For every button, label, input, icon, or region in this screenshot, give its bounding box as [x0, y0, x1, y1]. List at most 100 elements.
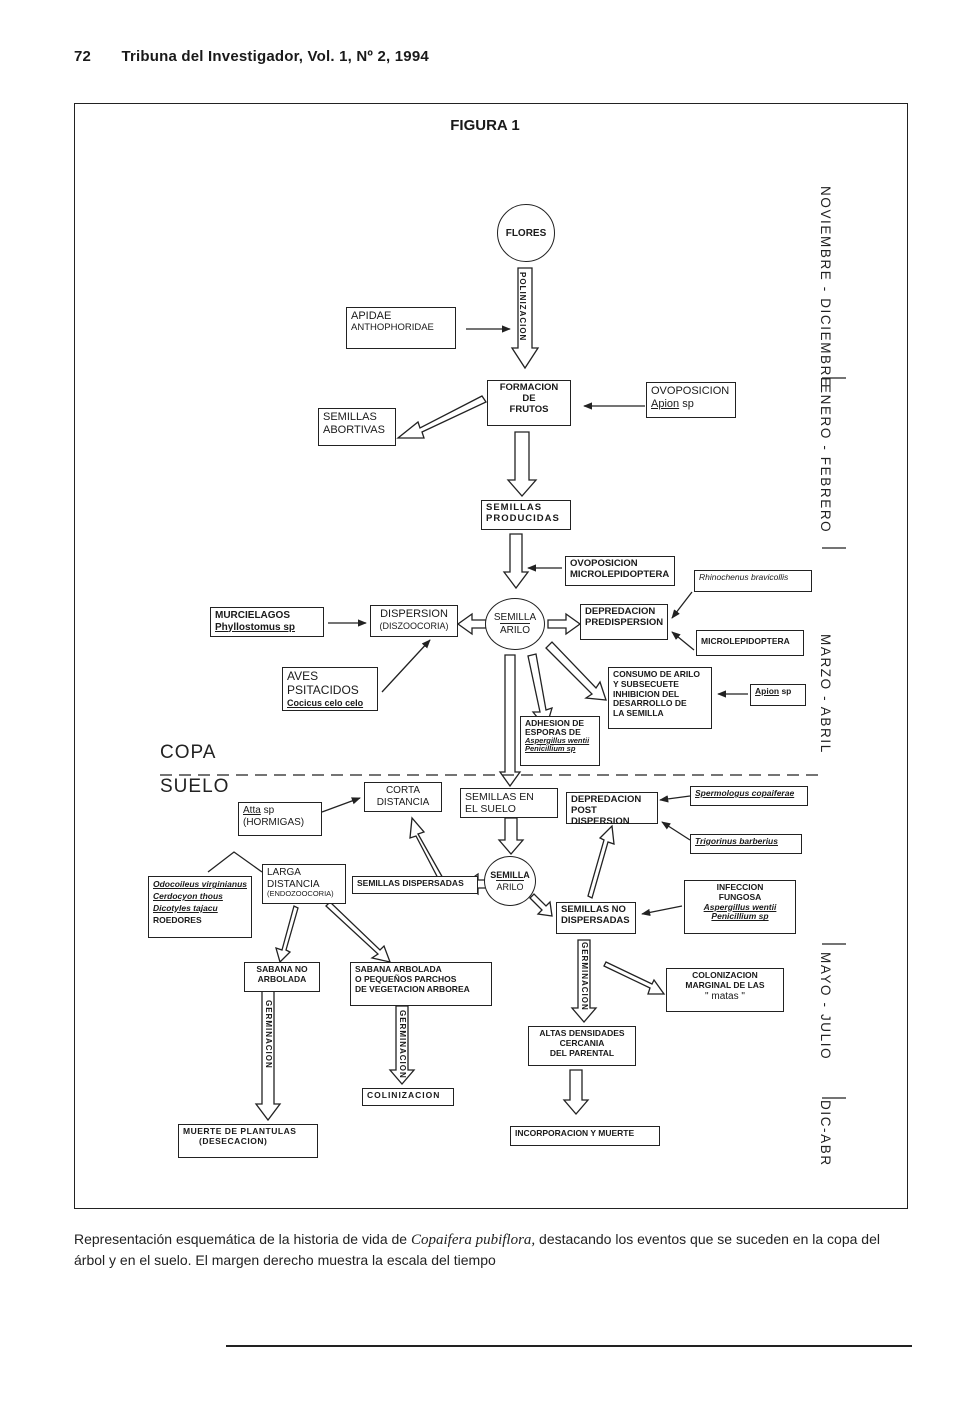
sabana-no-l1: SABANA NO — [256, 964, 308, 974]
arrow-suelo-semilla — [497, 817, 525, 855]
arilo-bottom-label: ARILO — [496, 880, 524, 892]
germinacion-label-right: GERMINACION — [580, 942, 589, 1011]
germinacion-label-center: GERMINACION — [398, 1010, 407, 1079]
journal-title: Tribuna del Investigador, Vol. 1, Nº 2, … — [121, 48, 429, 65]
colonizacion-marginal-l2: MARGINAL DE LAS — [685, 979, 765, 990]
node-semillas-abortivas: SEMILLAS ABORTIVAS — [318, 408, 396, 446]
node-ovoposicion-micro: OVOPOSICION MICROLEPIDOPTERA — [565, 556, 675, 586]
node-formacion-frutos: FORMACION DE FRUTOS — [487, 380, 571, 426]
depredacion-pre-l1: DEPREDACION — [585, 606, 656, 617]
semillas-suelo-l1: SEMILLAS EN — [465, 791, 534, 803]
ovoposicion-micro-l1: OVOPOSICION — [570, 558, 638, 569]
node-apidae: APIDAE ANTHOPHORIDAE — [346, 307, 456, 349]
semilla-bottom-label: SEMILLA — [490, 870, 530, 880]
cocicus-subspecies: celo — [345, 697, 364, 708]
node-semillas-suelo: SEMILLAS EN EL SUELO — [460, 788, 558, 818]
node-atta: Atta sp (HORMIGAS) — [238, 802, 322, 836]
semillas-abortivas-l2: ABORTIVAS — [323, 423, 385, 436]
consumo-l3: INHIBICION DEL — [613, 688, 680, 699]
node-larga-distancia: LARGA DISTANCIA (ENDOZOOCORIA) — [262, 864, 346, 904]
apion-genus: Apion — [651, 397, 680, 410]
time-may-jul: MAYO - JULIO — [818, 952, 833, 1061]
arrow-producidas-semilla — [502, 533, 530, 590]
node-spermologus: Spermologus copaiferae — [690, 786, 808, 806]
colonizacion-marginal-l3: " matas " — [705, 990, 745, 1002]
sabana-no-l2: ARBOLADA — [257, 973, 307, 984]
arrow-germinacion-altas — [570, 939, 598, 1023]
arrow-flores-frutos — [510, 267, 540, 370]
trigorinus-label: Trigorinus barberius — [695, 836, 778, 846]
sabana-arbolada-l3: DE VEGETACION ARBOREA — [355, 983, 470, 994]
de-label: DE — [522, 392, 536, 404]
node-ovoposicion-apion: OVOPOSICION Apion sp — [646, 382, 736, 418]
line-aves-dispersion — [381, 639, 431, 693]
arrow-semilla-consumo — [545, 641, 607, 701]
semillas-dispersadas-label: SEMILLAS DISPERSADAS — [357, 878, 464, 888]
incorporacion-label: INCORPORACION Y MUERTE — [515, 1128, 635, 1138]
node-incorporacion-muerte: INCORPORACION Y MUERTE — [510, 1126, 660, 1146]
larga-l2: DISTANCIA — [267, 878, 320, 890]
node-microlepidoptera: MICROLEPIDOPTERA — [696, 630, 804, 656]
line-spermologus-post — [659, 795, 691, 803]
time-ene-feb: ENERO - FEBRERO — [818, 384, 833, 534]
producidas-l1: SEMILLAS — [486, 502, 543, 513]
line-infeccion-nodisp — [641, 905, 683, 916]
apion-sp-line: Apion sp — [755, 686, 801, 697]
larga-l1: LARGA — [267, 867, 301, 878]
murcielagos-l1: MURCIELAGOS — [215, 610, 290, 621]
line-atta-corta — [321, 797, 361, 813]
time-dic-abr: DIC-ABR — [818, 1100, 833, 1167]
node-colinizacion: COLINIZACION — [362, 1088, 454, 1106]
consumo-l5: LA SEMILLA — [613, 708, 664, 719]
colinizacion-label: COLINIZACION — [367, 1090, 441, 1100]
cocicus-genus: Cocicus — [287, 697, 323, 708]
line-trigorinus-post — [661, 821, 691, 841]
node-rhinochenus: Rhinochenus bravicollis — [694, 570, 812, 592]
arrow-larga-sabana-arbolada — [325, 901, 392, 963]
semilla-top-label: SEMILLA — [493, 612, 537, 623]
arrow-germinacion-muerte — [254, 989, 282, 1122]
figure-title: FIGURA 1 — [450, 117, 520, 134]
arrow-frutos-abortivas — [396, 395, 487, 439]
cocicus-line: Cocicus celo celo — [287, 698, 373, 708]
aves-l2: PSITACIDOS — [287, 682, 359, 697]
node-trigorinus: Trigorinus barberius — [690, 834, 802, 854]
apion-sp: sp — [682, 397, 694, 410]
sabana-arbolada-l1: SABANA ARBOLADA — [355, 964, 442, 974]
cocicus-species: celo — [324, 697, 343, 708]
node-flores: FLORES — [497, 204, 555, 262]
microlepidoptera-label: MICROLEPIDOPTERA — [701, 636, 790, 646]
arrow-nodisp-postdisp — [587, 824, 615, 899]
dicotyles-label: Dicotyles tajacu — [153, 902, 218, 913]
arrow-germinacion-colinizacion — [388, 1005, 416, 1085]
caption-text-1: Representación esquemática de la histori… — [74, 1231, 411, 1247]
phyllostomus-label: Phyllostomus sp — [215, 621, 296, 633]
time-nov-dic: NOVIEMBRE - DICIEMBRE — [818, 186, 833, 388]
node-adhesion: ADHESION DE ESPORAS DE Aspergillus wenti… — [520, 716, 600, 766]
depredacion-post-l1: DEPREDACION — [571, 794, 642, 805]
node-semilla-arilo-top: SEMILLA ARILO — [485, 598, 545, 650]
consumo-l2: Y SUBSECUETE — [613, 678, 679, 689]
figure-frame — [74, 103, 908, 1209]
frutos-label: FRUTOS — [509, 403, 549, 415]
node-semillas-no-dispersadas: SEMILLAS NO DISPERSADAS — [556, 902, 636, 934]
bottom-rule — [226, 1345, 912, 1347]
apidae-label: APIDAE — [351, 310, 392, 322]
zone-copa: COPA — [160, 742, 217, 763]
arrow-semilla-suelo — [498, 654, 522, 788]
arrow-frutos-producidas — [506, 431, 538, 497]
rhinochenus-label: Rhinochenus bravicollis — [699, 572, 789, 582]
dispersion-l2: (DISZOOCORIA) — [379, 620, 449, 631]
node-sabana-no-arbolada: SABANA NO ARBOLADA — [244, 962, 320, 992]
dispersion-l1: DISPERSION — [380, 608, 448, 620]
formacion-label: FORMACION — [499, 382, 559, 393]
apion-line: Apion sp — [651, 398, 731, 411]
node-dispersion: DISPERSION (DISZOOCORIA) — [370, 605, 458, 637]
altas-l3: DEL PARENTAL — [549, 1047, 615, 1058]
apion-sp-species: sp — [781, 686, 792, 696]
cerdocyon-label: Cerdocyon thous — [153, 890, 223, 901]
arilo-top-label: ARILO — [499, 623, 530, 636]
node-colonizacion-marginal: COLONIZACION MARGINAL DE LAS " matas " — [666, 968, 784, 1012]
running-header: 72 Tribuna del Investigador, Vol. 1, Nº … — [74, 48, 429, 65]
no-disp-l2: DISPERSADAS — [561, 914, 630, 926]
